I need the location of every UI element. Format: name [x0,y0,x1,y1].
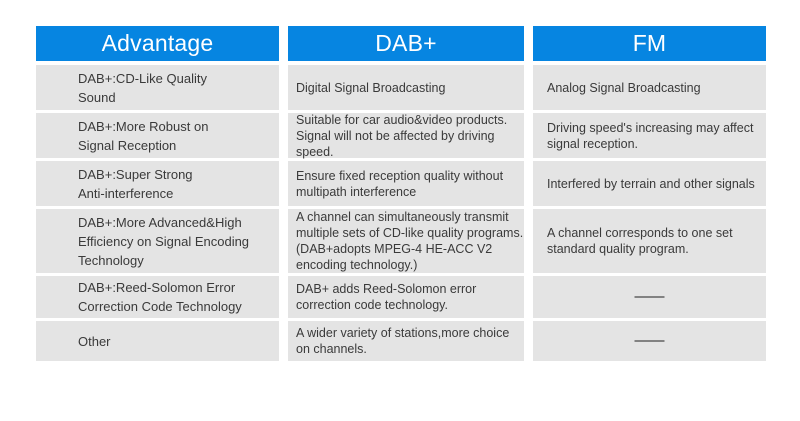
cell-dab-1: Digital Signal Broadcasting [288,65,524,110]
cell-fm-2: Driving speed's increasing may affect si… [533,113,766,158]
cell-dab-4: A channel can simultaneously transmit mu… [288,209,524,273]
column-fm: FM Analog Signal Broadcasting Driving sp… [533,26,766,364]
cell-advantage-2: DAB+:More Robust on Signal Reception [36,113,279,158]
cell-fm-6: —— [533,321,766,361]
cell-fm-4: A channel corresponds to one set standar… [533,209,766,273]
cell-fm-5: —— [533,276,766,318]
cell-dab-6: A wider variety of stations,more choice … [288,321,524,361]
cell-advantage-1: DAB+:CD-Like Quality Sound [36,65,279,110]
column-advantage: Advantage DAB+:CD-Like Quality Sound DAB… [36,26,279,364]
comparison-table: Advantage DAB+:CD-Like Quality Sound DAB… [36,26,766,364]
cell-fm-3: Interfered by terrain and other signals [533,161,766,206]
cell-dab-5: DAB+ adds Reed-Solomon error correction … [288,276,524,318]
column-dab: DAB+ Digital Signal Broadcasting Suitabl… [288,26,524,364]
cell-dab-3: Ensure fixed reception quality without m… [288,161,524,206]
cell-advantage-6: Other [36,321,279,361]
column-header-advantage: Advantage [36,26,279,61]
cell-fm-1: Analog Signal Broadcasting [533,65,766,110]
cell-advantage-3: DAB+:Super Strong Anti-interference [36,161,279,206]
column-header-dab: DAB+ [288,26,524,61]
column-header-fm: FM [533,26,766,61]
cell-dab-2: Suitable for car audio&video products. S… [288,113,524,159]
cell-advantage-5: DAB+:Reed-Solomon Error Correction Code … [36,276,279,318]
cell-advantage-4: DAB+:More Advanced&High Efficiency on Si… [36,209,279,273]
